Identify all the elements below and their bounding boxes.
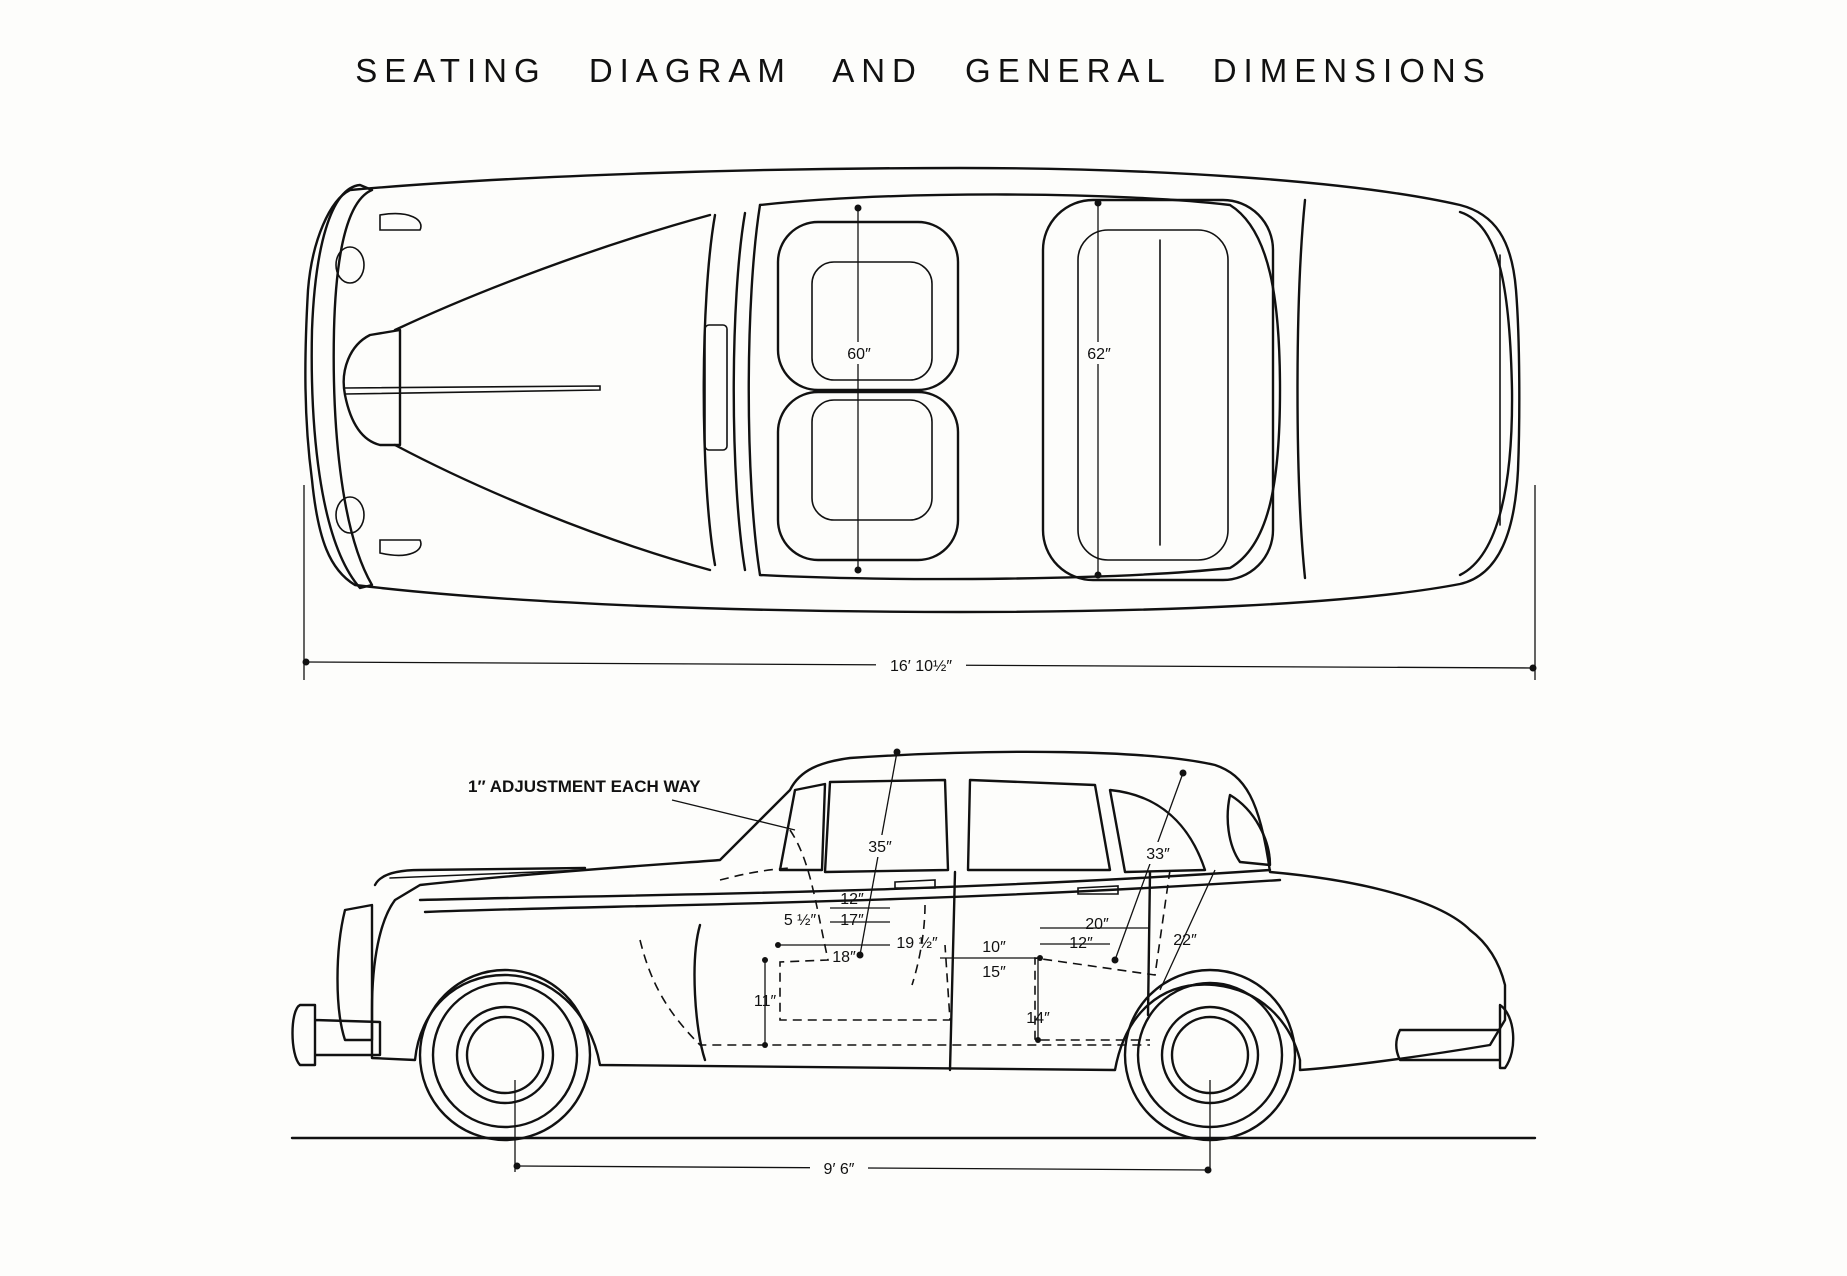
bonnet-side [373,866,587,887]
rear-cushion-depth-label: 12″ [1069,935,1093,952]
grille-plan [342,328,402,447]
front-seat-dashed [779,829,951,1021]
plan-view: 60″ 62″ 16′ 10½″ [302,166,1537,680]
overall-length-label: 16′ 10½″ [890,658,952,675]
front-cushion-to-pedal-label: 17″ [840,912,864,929]
body-outline-plan [304,166,1521,614]
front-cushion-depth-label: 12″ [840,891,864,908]
front-seat-plan-left [776,220,960,392]
seat-spacing-label: 15″ [982,964,1006,981]
side-view: 35″ 33″ 12″ 17″ 5 ½″ 18″ 19 ½″ 10″ [290,748,1537,1180]
knee-room-label: 10″ [982,939,1006,956]
front-backrest-label: 19 ½″ [896,935,938,952]
wheelbase-label: 9′ 6″ [824,1161,855,1178]
page-title: SEATING DIAGRAM AND GENERAL DIMENSIONS [355,52,1492,89]
rear-bumper-plan [1458,210,1514,577]
rear-seat-plan [1041,198,1275,582]
rear-seat-width-label: 62″ [1087,346,1111,363]
rear-bumper-side [1395,1003,1515,1070]
front-seat-width-label: 60″ [847,346,871,363]
front-headroom-label: 35″ [868,839,892,856]
front-door-side [948,870,957,1072]
body-outline-side [370,750,1507,1072]
front-grille-side [336,903,374,1042]
rear-seat-height-label: 14″ [1026,1010,1050,1027]
adjustment-note: 1″ ADJUSTMENT EACH WAY [468,777,701,796]
quarter-window-side [1108,788,1207,874]
front-cushion-height-label: 5 ½″ [784,912,817,929]
rear-backrest-label: 22″ [1173,932,1197,949]
rear-seat-dashed [1034,869,1171,1041]
rear-headroom-label: 33″ [1146,846,1170,863]
front-window-side [823,778,950,874]
front-bumper-side [291,1003,382,1067]
front-legroom-label: 18″ [832,949,856,966]
roof-outline-plan [758,193,1282,581]
front-seat-plan-right [776,390,960,562]
rear-door-side [1146,870,1152,1017]
front-wheel [418,968,592,1142]
rear-window-side [966,778,1112,872]
bonnet-lines [393,213,712,572]
windscreen-plan [732,203,762,577]
front-bumper-plan [310,183,374,590]
rear-legroom-label: 20″ [1085,916,1109,933]
front-seat-height-label: 11″ [754,993,777,1010]
